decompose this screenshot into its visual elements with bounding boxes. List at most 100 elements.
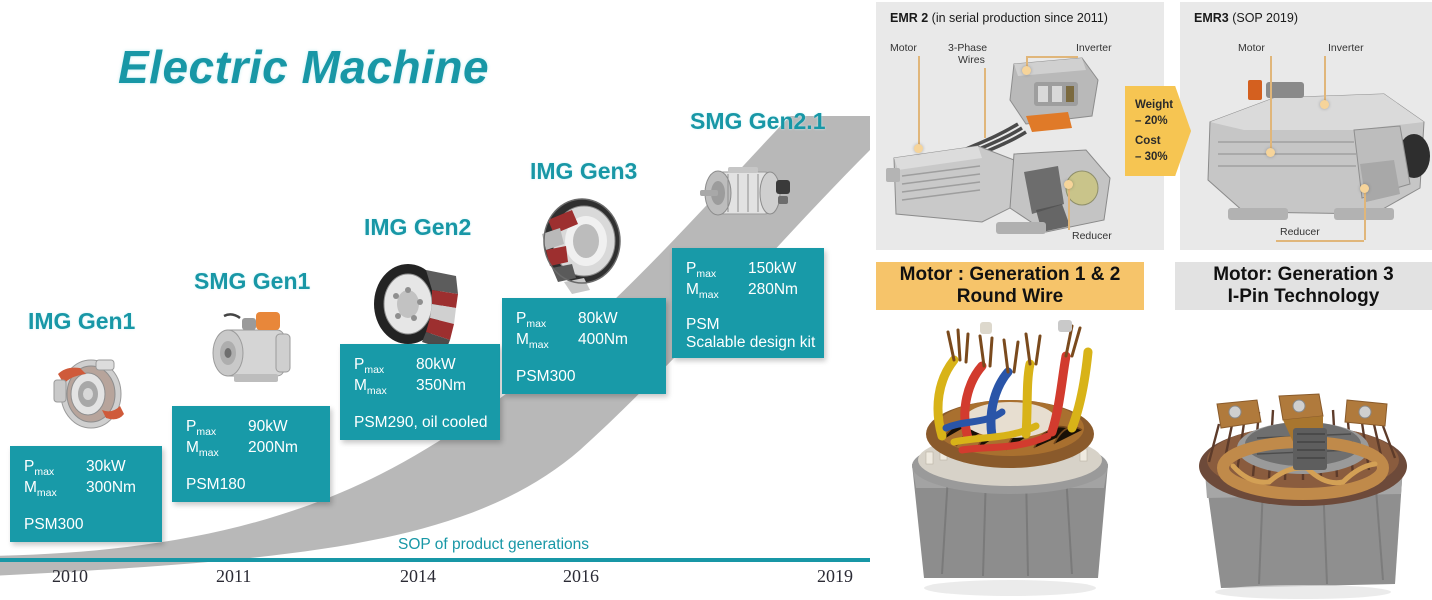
growth-curve-swoosh: [0, 116, 870, 576]
emr2-dot-motor: [914, 144, 923, 153]
spec-key-mmax: Mmax: [24, 478, 57, 499]
stator-photo-round-wire: [876, 316, 1144, 598]
spec-value-mmax: 400Nm: [578, 330, 628, 348]
spec-row-mmax: Mmax 280Nm: [686, 281, 810, 302]
stator-header-round-wire: Motor : Generation 1 & 2 Round Wire: [876, 262, 1144, 310]
spec-key-pmax: Pmax: [686, 260, 717, 281]
emr3-title-bold: EMR3: [1194, 11, 1229, 25]
emr2-callout-inverter: Inverter: [1076, 42, 1112, 54]
stator-header-left-line2: Round Wire: [956, 286, 1064, 307]
spec-key-pmax: Pmax: [516, 310, 547, 331]
emr3-title: EMR3 (SOP 2019): [1194, 11, 1298, 25]
spec-row-pmax: Pmax 90kW: [186, 418, 316, 439]
emr2-callout-wires: Wires: [958, 54, 985, 66]
roadmap-panel: Electric Machine IMG Gen1 Pmax 30kW Mmax…: [0, 41, 870, 586]
stator-header-right-line2: I-Pin Technology: [1227, 286, 1380, 307]
emr3-leader-inverter: [1324, 56, 1326, 104]
spec-box-smg-gen1: Pmax 90kW Mmax 200Nm PSM180: [172, 406, 330, 502]
spec-note: PSM300: [24, 515, 84, 533]
emr3-leader-motor: [1270, 56, 1272, 152]
gen-label-img-gen2: IMG Gen2: [364, 214, 472, 240]
emr3-dot-motor: [1266, 148, 1275, 157]
stator-header-right-line1: Motor: Generation 3: [1213, 263, 1394, 285]
spec-row-pmax: Pmax 150kW: [686, 260, 810, 281]
spec-note: PSM180: [186, 475, 246, 493]
spec-key-pmax: Pmax: [354, 356, 385, 377]
year-tick-2019: 2019: [817, 566, 853, 586]
spec-note-line2: Scalable design kit: [686, 333, 816, 351]
emr2-callout-motor: Motor: [890, 42, 917, 54]
gen-label-smg-gen21: SMG Gen2.1: [690, 108, 826, 134]
year-tick-2016: 2016: [563, 566, 599, 586]
emr2-leader-motor: [918, 56, 920, 148]
spec-key-mmax: Mmax: [186, 438, 219, 459]
spec-value-mmax: 300Nm: [86, 478, 136, 496]
spec-value-mmax: 350Nm: [416, 376, 466, 394]
stator-header-left-line1: Motor : Generation 1 & 2: [899, 263, 1121, 285]
arrow-weight-label: Weight: [1135, 99, 1174, 111]
spec-key-pmax: Pmax: [186, 418, 217, 439]
motor-cylinder-smg21-icon: [700, 167, 790, 216]
axis-caption: SOP of product generations: [398, 536, 590, 553]
emr3-callout-inverter: Inverter: [1328, 42, 1364, 54]
spec-box-img-gen1: Pmax 30kW Mmax 300Nm PSM300: [10, 446, 162, 542]
motor-housing-smg-icon: [212, 312, 291, 382]
spec-row-mmax: Mmax 200Nm: [186, 439, 316, 460]
motor-wheel-img2-icon: [374, 264, 458, 350]
spec-box-img-gen3: Pmax 80kW Mmax 400Nm PSM300: [502, 298, 666, 394]
arrow-cost-value: – 30%: [1135, 150, 1168, 163]
emr2-title: EMR 2 (in serial production since 2011): [890, 11, 1108, 25]
gen-label-smg-gen1: SMG Gen1: [194, 268, 311, 294]
weight-cost-arrow: Weight – 20% Cost – 30%: [1125, 86, 1191, 176]
motor-axial-img-icon: [53, 359, 124, 429]
spec-value-pmax: 80kW: [578, 310, 618, 327]
spec-value-pmax: 80kW: [416, 356, 456, 373]
gen-label-img-gen1: IMG Gen1: [28, 308, 136, 334]
spec-row-pmax: Pmax 80kW: [354, 356, 486, 377]
emr2-leader-inverter-v: [1026, 56, 1028, 70]
spec-key-pmax: Pmax: [24, 458, 55, 479]
spec-key-mmax: Mmax: [354, 376, 387, 397]
emr3-dot-reducer: [1360, 184, 1369, 193]
spec-note-line1: PSM: [686, 315, 720, 333]
emr3-callout-reducer: Reducer: [1280, 226, 1320, 238]
emr2-callout-reducer: Reducer: [1072, 230, 1112, 242]
arrow-cost-label: Cost: [1135, 135, 1161, 148]
spec-key-mmax: Mmax: [516, 330, 549, 351]
emr-panel: EMR 2 (in serial production since 2011): [870, 0, 1432, 600]
emr2-title-bold: EMR 2: [890, 11, 929, 25]
spec-row-mmax: Mmax 300Nm: [24, 479, 148, 500]
stator-photo-ipin: [1175, 316, 1432, 599]
spec-row-mmax: Mmax 350Nm: [354, 377, 486, 398]
emr2-assembly-illustration: [886, 57, 1111, 234]
emr3-title-rest: (SOP 2019): [1228, 11, 1298, 25]
timeline-axis: [0, 558, 870, 562]
spec-box-img-gen2: Pmax 80kW Mmax 350Nm PSM290, oil cooled: [340, 344, 500, 440]
emr2-leader-wires: [984, 68, 986, 138]
year-tick-2011: 2011: [216, 566, 252, 586]
spec-value-mmax: 200Nm: [248, 438, 298, 456]
emr3-card: EMR3 (SOP 2019) Motor: [1180, 2, 1432, 250]
emr2-card: EMR 2 (in serial production since 2011): [876, 2, 1164, 250]
emr3-leader-reducer-v: [1364, 188, 1366, 240]
spec-row-pmax: Pmax 80kW: [516, 310, 652, 331]
spec-row-pmax: Pmax 30kW: [24, 458, 148, 479]
year-tick-2010: 2010: [52, 566, 88, 586]
emr2-dot-reducer: [1064, 180, 1073, 189]
spec-value-pmax: 150kW: [748, 260, 797, 277]
stator-header-ipin: Motor: Generation 3 I-Pin Technology: [1175, 262, 1432, 310]
spec-box-smg-gen21: Pmax 150kW Mmax 280Nm PSM Scalable desig…: [672, 248, 824, 358]
year-tick-2014: 2014: [400, 566, 436, 586]
emr2-leader-reducer: [1068, 184, 1070, 230]
emr2-leader-inverter-h: [1026, 56, 1078, 58]
spec-value-pmax: 30kW: [86, 458, 126, 475]
emr3-dot-inverter: [1320, 100, 1329, 109]
gen-label-img-gen3: IMG Gen3: [530, 158, 638, 184]
spec-key-mmax: Mmax: [686, 280, 719, 301]
spec-value-mmax: 280Nm: [748, 280, 798, 298]
page-title: Electric Machine: [118, 41, 490, 93]
spec-row-mmax: Mmax 400Nm: [516, 331, 652, 352]
emr2-dot-inverter: [1022, 66, 1031, 75]
arrow-weight-value: – 20%: [1135, 114, 1168, 127]
